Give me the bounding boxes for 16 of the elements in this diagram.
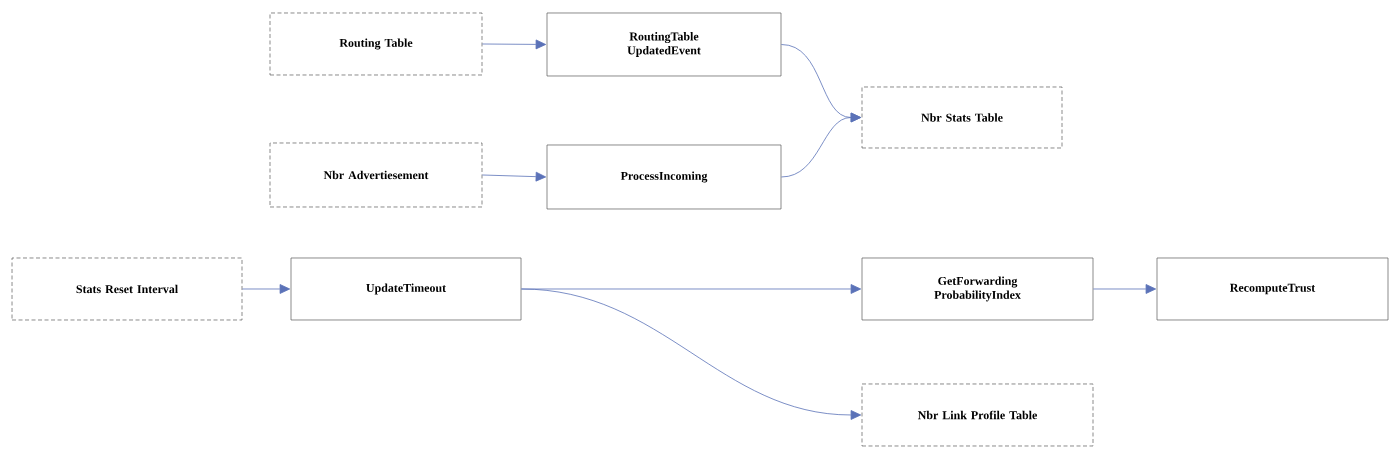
arrow: [481, 39, 547, 50]
data-box: Nbr Link Profile Table: [861, 383, 1094, 447]
arrow: [520, 288, 862, 420]
arrow: [241, 284, 291, 294]
process-box: RecomputeTrust: [1156, 257, 1389, 321]
process-box: ProcessIncoming: [546, 144, 782, 210]
process-box: GetForwarding ProbabilityIndex: [861, 257, 1094, 321]
process-box: UpdateTimeout: [290, 257, 522, 321]
arrow: [780, 112, 862, 178]
data-box: Routing Table: [269, 12, 483, 76]
arrow: [481, 171, 547, 182]
data-box: Nbr Advertiesement: [269, 142, 483, 208]
arrow: [1092, 284, 1157, 294]
process-box: RoutingTable UpdatedEvent: [546, 12, 782, 77]
data-box: Nbr Stats Table: [861, 86, 1063, 149]
data-box: Stats Reset Interval: [11, 257, 243, 321]
